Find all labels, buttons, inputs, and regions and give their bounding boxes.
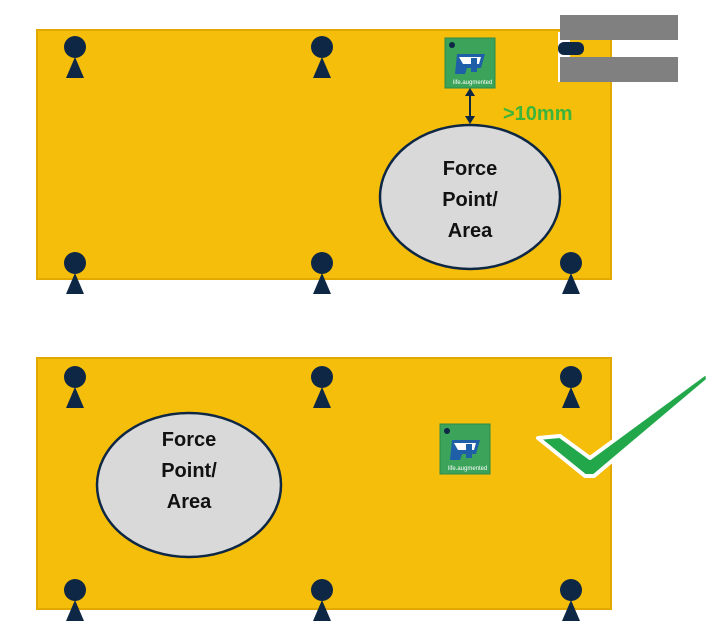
st-logo-chip-icon	[444, 37, 496, 89]
force-label-line2: Point/	[442, 189, 498, 211]
force-label-line3: Area	[167, 491, 212, 513]
bottom-panel: Force Point/ Area	[36, 357, 710, 621]
force-area-top	[378, 123, 562, 271]
top-panel: >10mm Force Point/ Area	[36, 15, 678, 294]
edge-slot-icon	[558, 15, 678, 82]
checkmark-icon	[536, 370, 710, 478]
force-area-bottom	[95, 411, 283, 559]
force-label-line3: Area	[448, 220, 493, 242]
st-logo-chip-icon	[439, 423, 491, 475]
force-label-line1: Force	[443, 158, 497, 180]
distance-label: >10mm	[503, 103, 573, 125]
force-label-line2: Point/	[161, 460, 217, 482]
force-label-line1: Force	[162, 429, 216, 451]
distance-arrow	[465, 88, 475, 124]
